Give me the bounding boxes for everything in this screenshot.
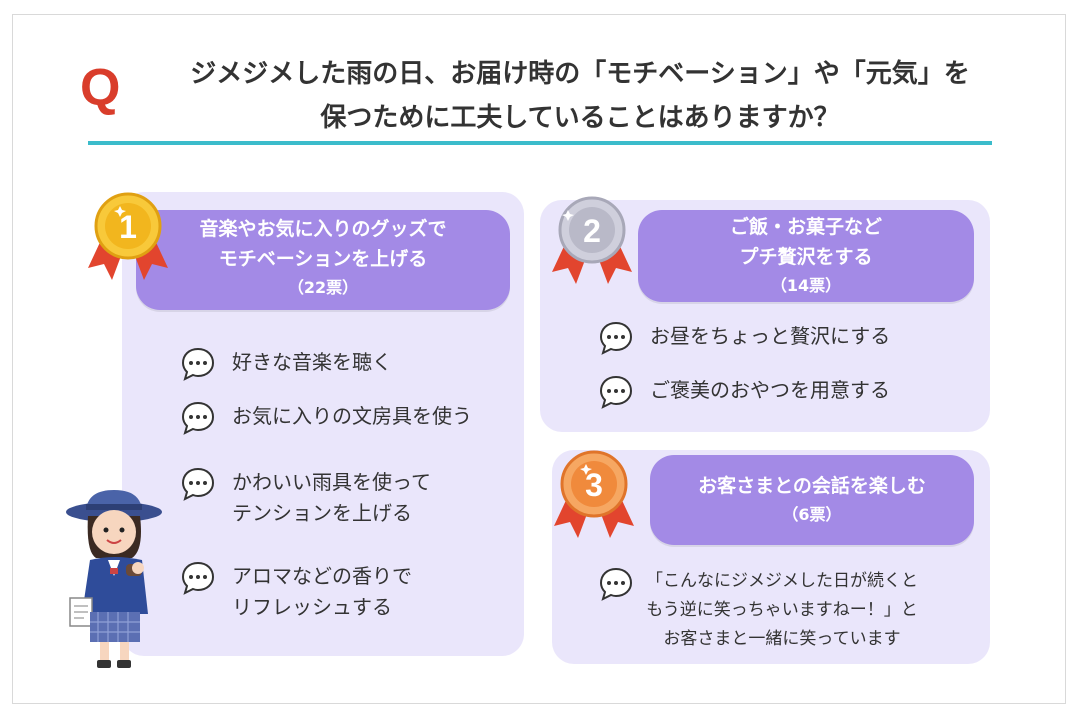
item-text-line-2: テンションを上げる xyxy=(232,501,412,525)
rank-1-number: 1 xyxy=(119,209,137,245)
silver-medal-icon: 2 xyxy=(552,196,632,284)
rank-3-votes: （6票） xyxy=(782,505,842,524)
rank-2-heading: ご飯・お菓子など プチ贅沢をする （14票） xyxy=(638,210,974,302)
rank-3-heading: お客さまとの会話を楽しむ （6票） xyxy=(650,455,974,545)
rank-2-title-line-1: ご飯・お菓子など xyxy=(729,216,882,238)
item-text-line-1: かわいい雨具を使って xyxy=(232,470,431,494)
list-item: アロマなどの香りで リフレッシュする xyxy=(180,560,412,622)
bronze-medal-icon: 3 xyxy=(554,450,634,538)
item-text: お気に入りの文房具を使う xyxy=(232,404,472,428)
rank-1-title-line-1: 音楽やお気に入りのグッズで xyxy=(199,218,447,240)
speech-bubble-icon xyxy=(181,347,215,381)
list-item: 「こんなにジメジメした日が続くと もう逆に笑っちゃいますねー！」と お客さまと一… xyxy=(598,566,918,653)
speech-bubble-icon xyxy=(181,401,215,435)
item-text: 好きな音楽を聴く xyxy=(232,350,392,374)
rank-1-title-line-2: モチベーションを上げる xyxy=(218,248,428,270)
rank-3-title-line-1: お客さまとの会話を楽しむ xyxy=(698,475,926,497)
question-title: ジメジメした雨の日、お届け時の「モチベーション」や「元気」を 保つために工夫して… xyxy=(140,52,1020,140)
list-item: ご褒美のおやつを用意する xyxy=(598,374,890,410)
rank-2-title-line-2: プチ贅沢をする xyxy=(739,246,873,268)
item-text-line-2: リフレッシュする xyxy=(232,595,392,619)
item-text-line-1: アロマなどの香りで xyxy=(232,564,412,588)
speech-bubble-icon xyxy=(599,321,633,355)
item-text-line-3: お客さまと一緒に笑っています xyxy=(663,629,901,649)
rank-2-number: 2 xyxy=(583,213,601,249)
speech-bubble-icon xyxy=(181,467,215,501)
gold-medal-icon: 1 xyxy=(88,192,168,280)
speech-bubble-icon xyxy=(599,567,633,601)
rank-1-votes: （22票） xyxy=(287,278,359,297)
question-line-2: 保つために工夫していることはありますか？ xyxy=(320,103,840,133)
speech-bubble-icon xyxy=(181,561,215,595)
delivery-staff-illustration xyxy=(66,490,162,668)
list-item: お昼をちょっと贅沢にする xyxy=(598,320,890,356)
list-item: お気に入りの文房具を使う xyxy=(180,400,472,436)
list-item: 好きな音楽を聴く xyxy=(180,346,392,382)
rank-3-number: 3 xyxy=(585,467,603,503)
rank-2-votes: （14票） xyxy=(770,276,842,295)
item-text: お昼をちょっと贅沢にする xyxy=(650,324,891,348)
question-line-1: ジメジメした雨の日、お届け時の「モチベーション」や「元気」を xyxy=(190,59,970,89)
title-divider xyxy=(88,141,992,145)
speech-bubble-icon xyxy=(599,375,633,409)
item-text: ご褒美のおやつを用意する xyxy=(650,378,890,402)
item-text-line-1: 「こんなにジメジメした日が続くと xyxy=(646,571,918,591)
list-item: かわいい雨具を使って テンションを上げる xyxy=(180,466,431,528)
item-text-line-2: もう逆に笑っちゃいますねー！」と xyxy=(646,600,918,620)
question-mark-label: Q xyxy=(80,59,121,117)
rank-1-heading: 音楽やお気に入りのグッズで モチベーションを上げる （22票） xyxy=(136,210,510,310)
